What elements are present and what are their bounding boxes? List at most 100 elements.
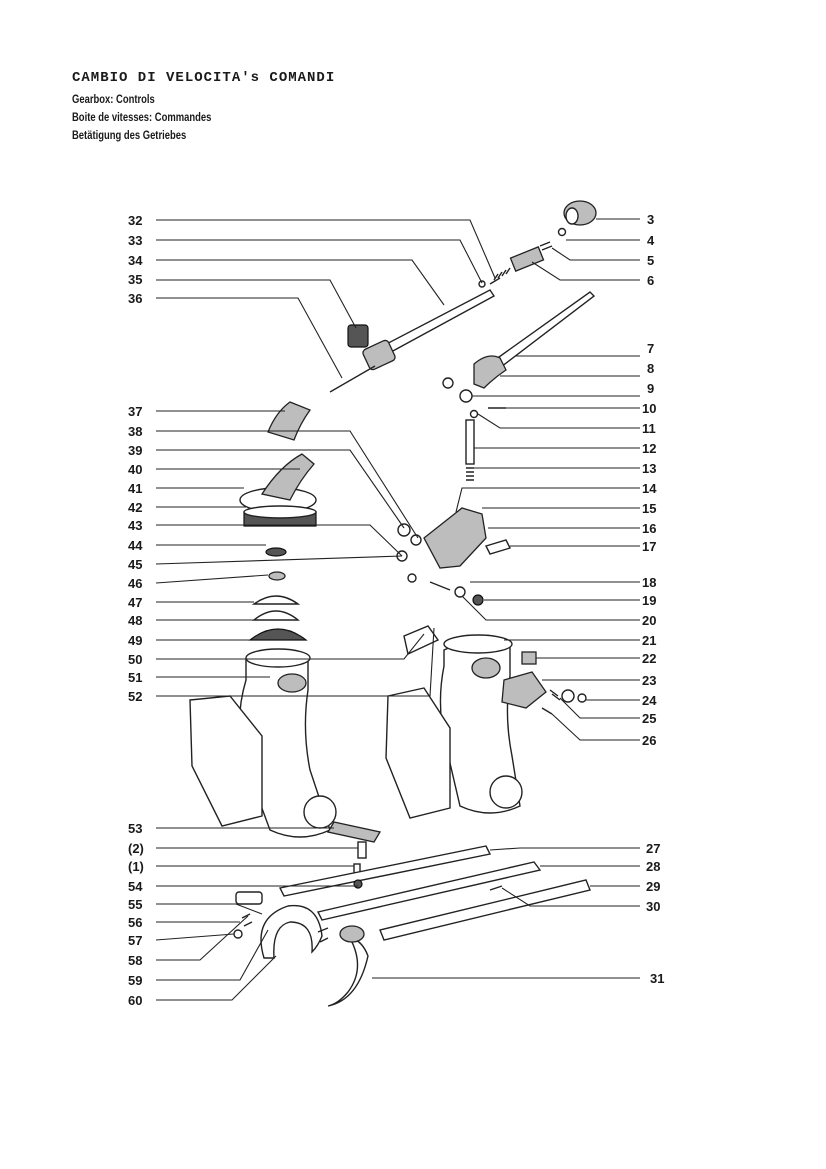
label-13: 13: [642, 461, 656, 476]
threaded-pin: [429, 581, 451, 591]
selector-block: [423, 507, 487, 569]
label-30: 30: [646, 899, 660, 914]
label-29: 29: [646, 879, 660, 894]
label-25: 25: [642, 711, 656, 726]
label-3: 3: [647, 212, 654, 227]
page-title: CAMBIO DI VELOCITA's COMANDI: [72, 70, 336, 86]
selector-screw: [485, 539, 511, 555]
label-41: 41: [128, 481, 142, 496]
label-56: 56: [128, 915, 142, 930]
label-57: 57: [128, 933, 142, 948]
label-1-paren: (1): [128, 859, 144, 874]
label-48: 48: [128, 613, 142, 628]
subtitle-english: Gearbox: Controls: [72, 94, 155, 106]
label-53: 53: [128, 821, 142, 836]
parts-illustration: [189, 200, 597, 1007]
label-18: 18: [642, 575, 656, 590]
cover-23: [501, 671, 547, 709]
label-35: 35: [128, 272, 142, 287]
boot-elbow: [267, 401, 312, 441]
nut-57: [233, 929, 243, 939]
fork-boss-55: [235, 891, 263, 905]
shift-fork-59: [260, 904, 323, 959]
cup-49: [248, 628, 308, 641]
casing-port-left: [277, 673, 307, 693]
label-5: 5: [647, 253, 654, 268]
label-54: 54: [128, 879, 143, 894]
labels-right: 3 4 5 6 7 8 9 10 11 12 13 14 15 16 17 18…: [642, 212, 664, 986]
casing-body-right: [385, 687, 451, 819]
labels-left: 32 33 34 35 36 37 38 39 40 41 42 43 44 4…: [128, 213, 144, 1008]
label-33: 33: [128, 233, 142, 248]
selector-rod-27: [278, 845, 492, 897]
nut-small: [407, 573, 417, 583]
lock-58: [317, 927, 329, 943]
casing-port-right: [471, 657, 501, 679]
selector-rod-29: [379, 879, 591, 941]
label-15: 15: [642, 501, 656, 516]
label-50: 50: [128, 652, 142, 667]
casing-top-left: [245, 648, 311, 668]
label-34: 34: [128, 253, 143, 268]
label-11: 11: [642, 421, 656, 436]
label-32: 32: [128, 213, 142, 228]
fork-hub-31: [339, 925, 365, 943]
pivot-ring: [459, 389, 473, 403]
small-spring: [539, 241, 553, 251]
small-seal: [410, 534, 422, 546]
plug-22: [521, 651, 537, 665]
label-46: 46: [128, 576, 142, 591]
label-21: 21: [642, 633, 656, 648]
casing-boss-left: [303, 795, 337, 829]
small-ball: [478, 280, 486, 288]
label-12: 12: [642, 441, 656, 456]
pin-30: [489, 885, 503, 891]
sleeve: [509, 246, 545, 272]
label-17: 17: [642, 539, 656, 554]
nut-24: [577, 693, 587, 703]
label-59: 59: [128, 973, 142, 988]
bolt-56: [241, 913, 253, 927]
label-28: 28: [646, 859, 660, 874]
lever-head: [473, 355, 507, 389]
ball-54: [353, 879, 363, 889]
seal-ring: [397, 523, 411, 537]
vertical-pin: [465, 419, 475, 465]
cup-47: [251, 595, 301, 605]
lever-knob: [563, 200, 597, 226]
housing-neck: [260, 453, 315, 501]
pin-spring: [466, 467, 474, 481]
label-27: 27: [646, 841, 660, 856]
small-nut: [557, 227, 567, 237]
label-20: 20: [642, 613, 656, 628]
label-31: 31: [650, 971, 664, 986]
label-58: 58: [128, 953, 142, 968]
label-51: 51: [128, 670, 142, 685]
label-9: 9: [647, 381, 654, 396]
housing-top: [243, 505, 317, 519]
label-40: 40: [128, 462, 142, 477]
clip-26: [541, 707, 553, 715]
cup-48: [252, 610, 300, 621]
spring: [489, 267, 511, 285]
washer: [442, 377, 454, 389]
nut-dark: [472, 594, 484, 606]
small-washer: [469, 409, 479, 419]
label-55: 55: [128, 897, 142, 912]
subtitle-french: Boite de vitesses: Commandes: [72, 112, 212, 124]
screw-2: [357, 841, 367, 859]
label-2-paren: (2): [128, 841, 144, 856]
rod-collar: [362, 339, 396, 371]
selector-rod-28: [316, 861, 542, 921]
label-39: 39: [128, 443, 142, 458]
label-44: 44: [128, 538, 143, 553]
label-7: 7: [647, 341, 654, 356]
label-38: 38: [128, 424, 142, 439]
label-4: 4: [647, 233, 655, 248]
label-24: 24: [642, 693, 657, 708]
label-60: 60: [128, 993, 142, 1008]
label-47: 47: [128, 595, 142, 610]
label-52: 52: [128, 689, 142, 704]
label-26: 26: [642, 733, 656, 748]
label-10: 10: [642, 401, 656, 416]
